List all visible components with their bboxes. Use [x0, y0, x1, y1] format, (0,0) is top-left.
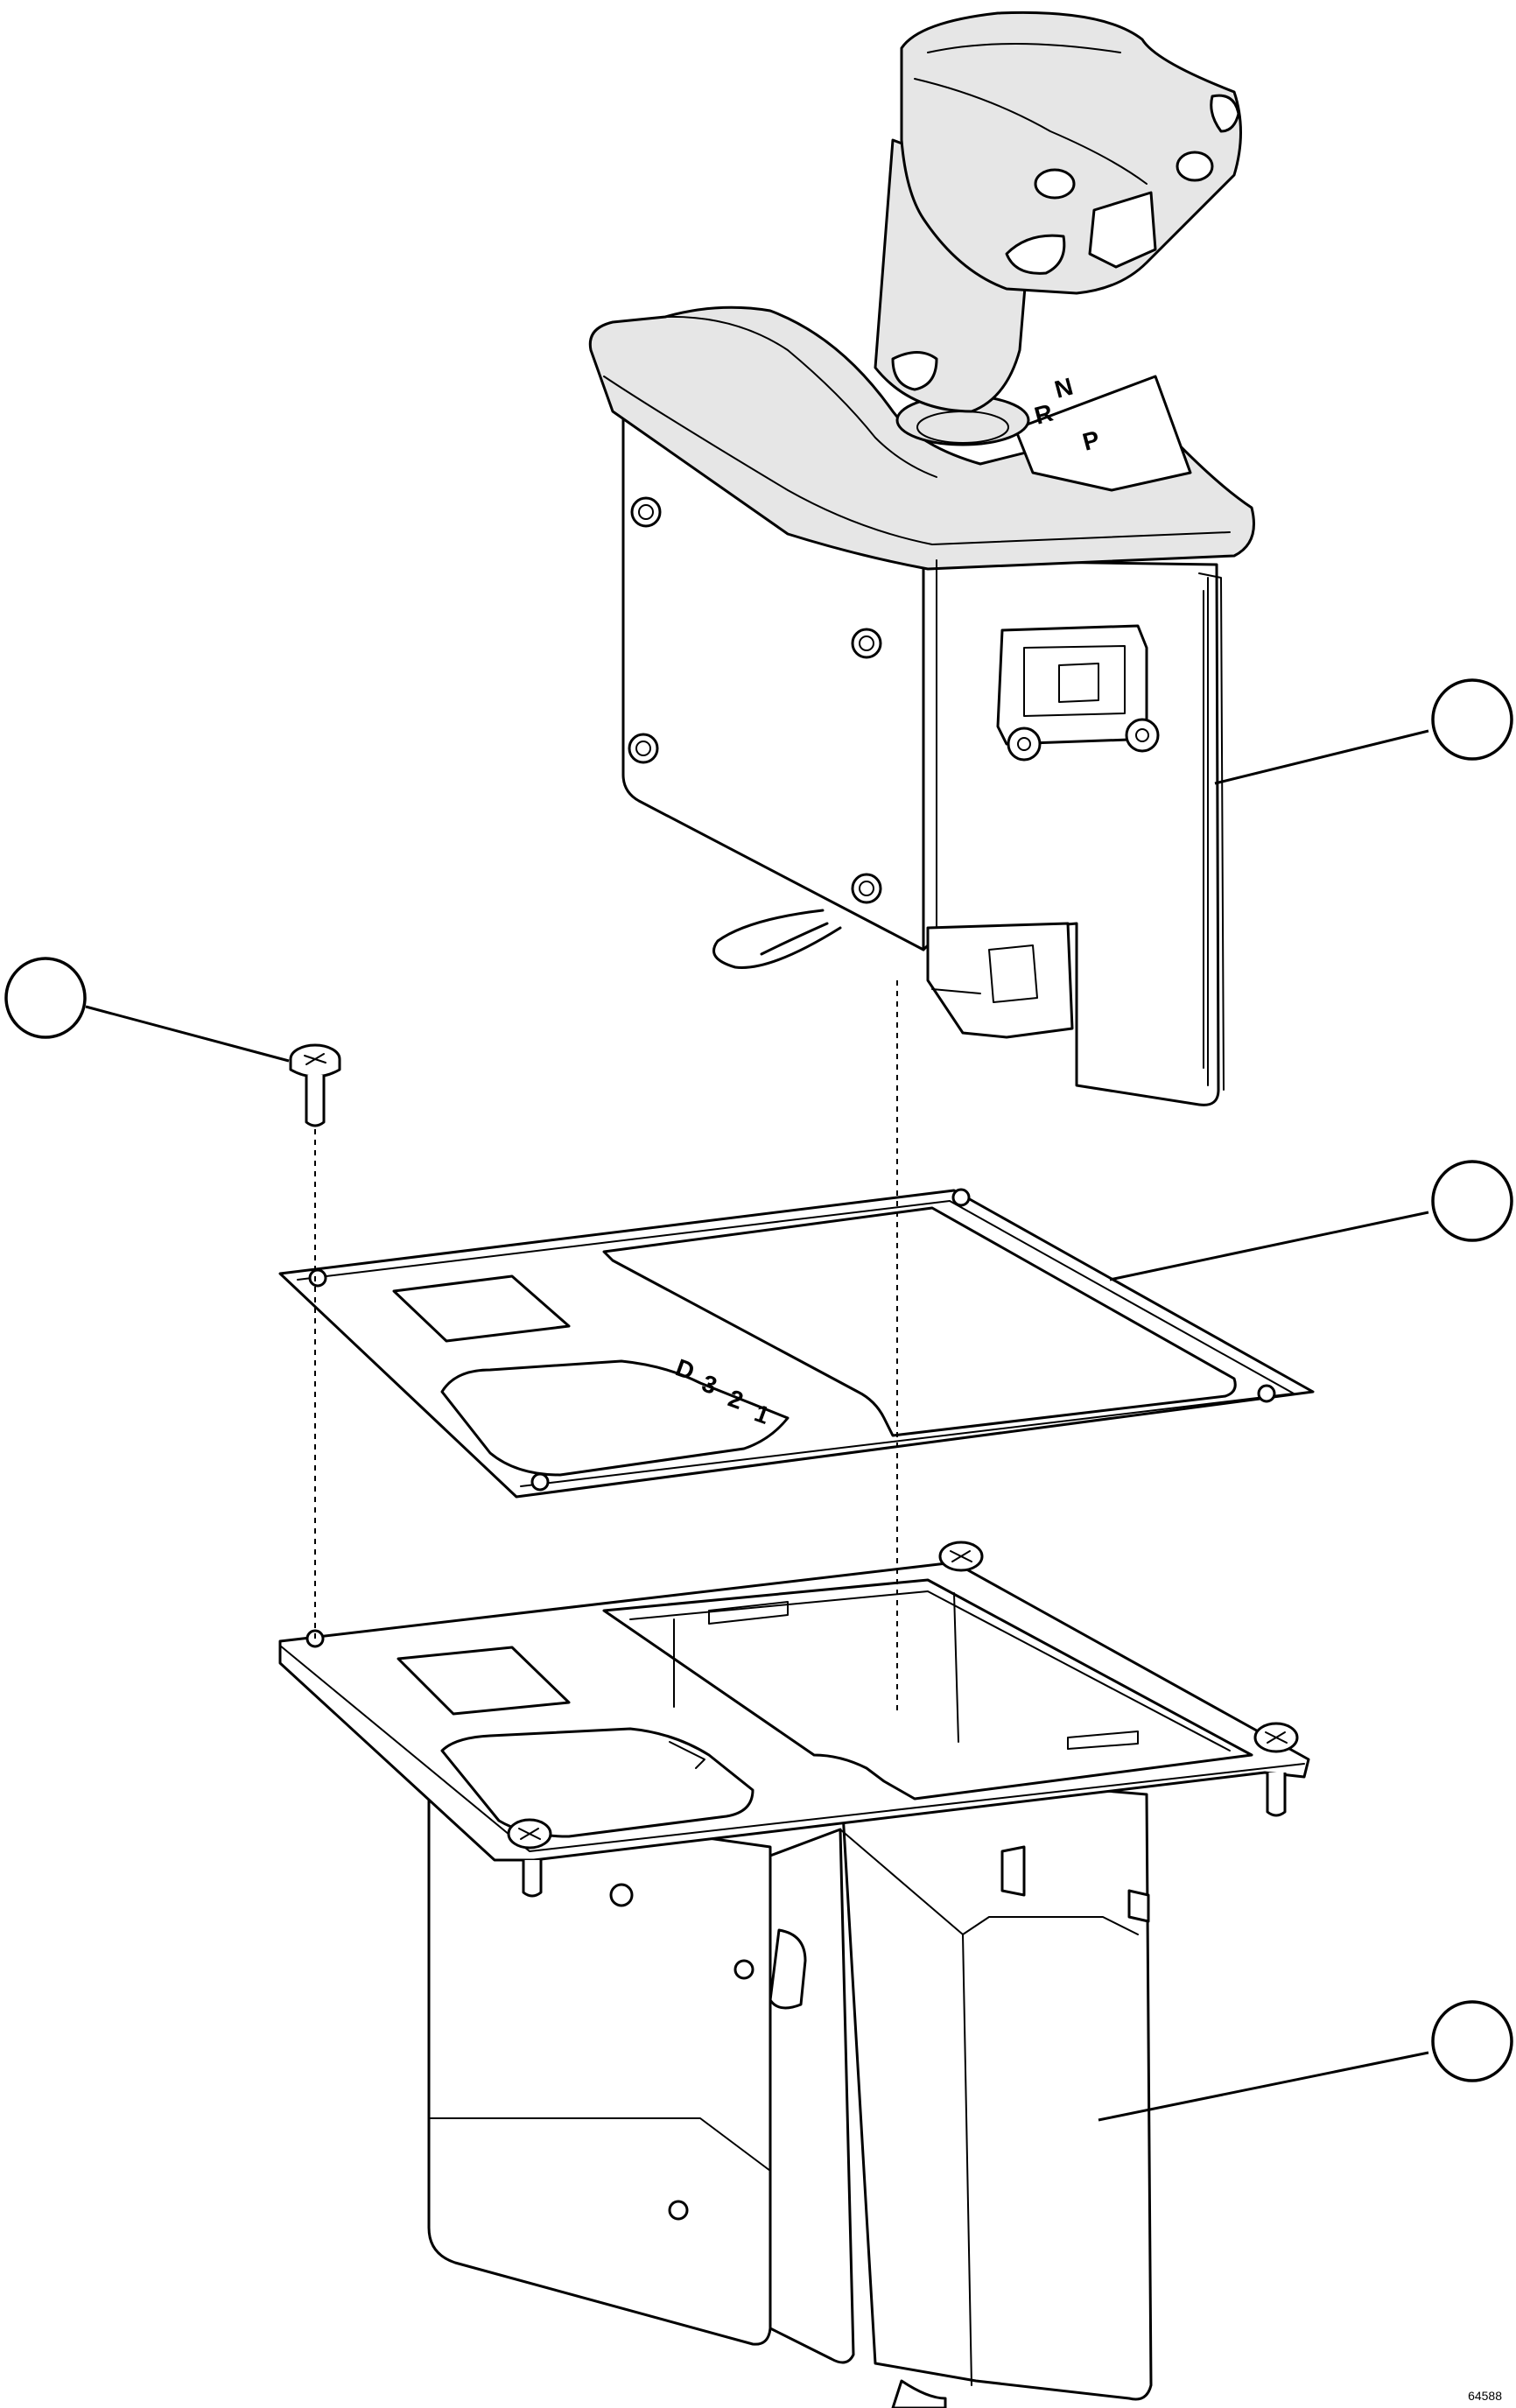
bracket-right-wall	[839, 1766, 1153, 2401]
screw	[289, 1043, 341, 1127]
gasket-small-window	[392, 1274, 571, 1343]
bracket-left-wall	[427, 1797, 772, 2346]
callout-screw	[4, 957, 290, 1063]
gasket-gate-slot	[440, 1359, 790, 1477]
gate-label-n: N	[1052, 373, 1077, 404]
callout-balloon	[1431, 2000, 1513, 2082]
wiring-connector	[996, 624, 1160, 762]
figure-id: 64588	[1468, 2389, 1502, 2403]
shift-knob	[891, 11, 1242, 391]
callout-shift-lever-assembly	[1214, 678, 1513, 785]
alignment-lines	[314, 980, 898, 1716]
callout-balloon	[1431, 1160, 1513, 1242]
callout-balloon	[1431, 678, 1513, 761]
housing-screws	[628, 496, 882, 904]
shift-lever-assembly: P R N	[588, 11, 1255, 1106]
gasket: D 3 2 1	[278, 1188, 1315, 1499]
callout-mounting-bracket	[1098, 2000, 1513, 2122]
mounting-bracket	[278, 1541, 1310, 2408]
bracket-small-window	[397, 1646, 571, 1716]
gate-indicator-strip	[1014, 375, 1192, 492]
callout-gasket	[1109, 1160, 1513, 1281]
bracket-screws	[507, 1541, 1299, 1850]
shifter-top-bezel	[588, 305, 1255, 571]
callout-balloon	[4, 957, 87, 1039]
